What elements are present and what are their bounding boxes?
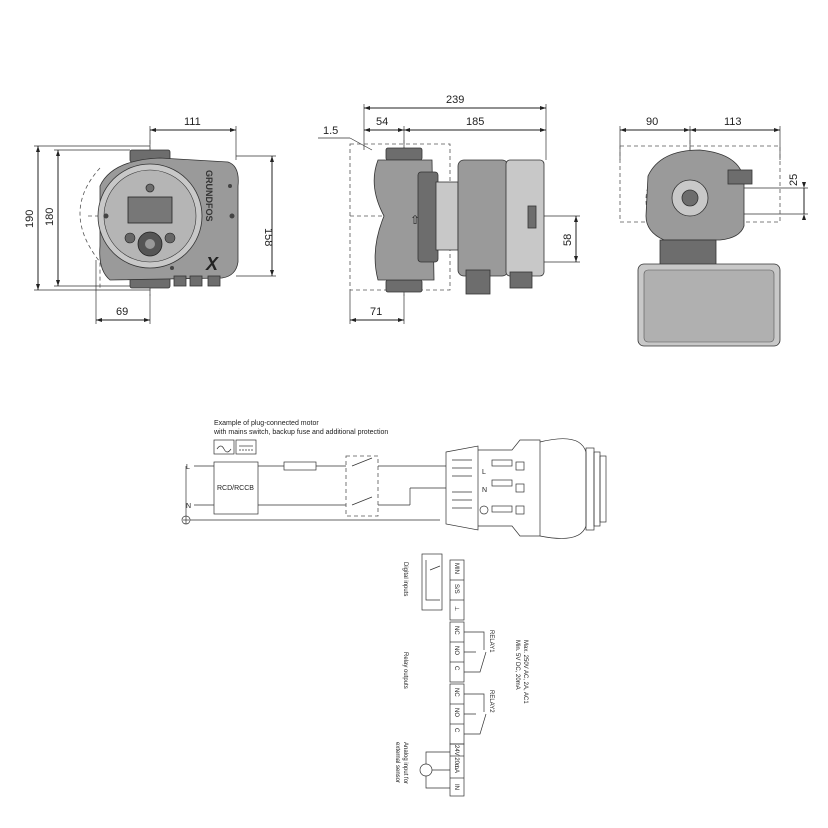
relay2-cell-3: C xyxy=(453,728,459,733)
dim-180: 180 xyxy=(44,208,56,226)
relay1-label: RELAY1 xyxy=(488,630,494,653)
analog-label-2: external sensor xyxy=(394,742,400,783)
plug-L: L xyxy=(482,469,486,476)
analog-cell-3: IN xyxy=(453,784,459,790)
relay1-cell-2: NO xyxy=(453,646,459,655)
side-view: 239 54 185 1.5 58 71 xyxy=(318,94,580,324)
terminal-blocks: Digital inputs MIN S/S ⊥ Relay outputs N… xyxy=(394,553,528,797)
relay2-cell-1: NC xyxy=(453,688,459,697)
dim-58: 58 xyxy=(562,234,574,246)
relay-outputs-label: Relay outputs xyxy=(402,652,408,689)
dim-185: 185 xyxy=(466,116,484,128)
wiring-caption-2: with mains switch, backup fuse and addit… xyxy=(213,429,388,436)
digital-cell-3: ⊥ xyxy=(453,606,460,611)
label-L: L xyxy=(186,464,190,471)
dim-158: 158 xyxy=(262,228,274,246)
dim-111: 111 xyxy=(184,116,201,128)
dim-69: 69 xyxy=(116,306,128,318)
relay1-cell-1: NC xyxy=(453,626,459,635)
rcd-label: RCD/RCCB xyxy=(217,485,254,492)
svg-text:⇧: ⇧ xyxy=(410,213,420,227)
relay2-cell-2: NO xyxy=(453,708,459,717)
front-view: 111 190 180 158 69 xyxy=(24,116,276,324)
end-view: 90 113 25 xyxy=(619,116,808,347)
digital-cell-1: MIN xyxy=(453,563,459,574)
digital-cell-2: S/S xyxy=(453,584,459,594)
brand-text: GRUNDFOS xyxy=(204,170,214,222)
analog-label-1: Analog input for xyxy=(402,742,408,784)
plug-N: N xyxy=(482,487,487,494)
wiring-caption-1: Example of plug-connected motor xyxy=(214,420,319,427)
wiring-diagram: Example of plug-connected motor with mai… xyxy=(181,420,607,539)
dim-239: 239 xyxy=(446,94,464,106)
display-screen xyxy=(127,196,173,224)
dim-90: 90 xyxy=(646,116,658,128)
dim-1-5: 1.5 xyxy=(323,125,338,137)
relay1-cell-3: C xyxy=(453,666,459,671)
analog-cell-1: 24V 20mA xyxy=(453,745,459,773)
label-N: N xyxy=(186,503,191,510)
digital-inputs-label: Digital inputs xyxy=(402,562,408,596)
dim-71: 71 xyxy=(370,306,382,318)
dim-113: 113 xyxy=(724,116,742,128)
relay2-label: RELAY2 xyxy=(488,690,494,713)
dim-54: 54 xyxy=(376,116,388,128)
dim-190: 190 xyxy=(24,210,36,228)
dim-25: 25 xyxy=(788,174,800,186)
relay-spec-2: Min. 5V DC, 20mA xyxy=(514,640,520,690)
model-mark: X xyxy=(205,254,219,274)
analog-cell-2: ⊥ xyxy=(453,764,460,769)
relay-spec-1: Max. 250V AC, 2A, AC1 xyxy=(522,640,528,704)
